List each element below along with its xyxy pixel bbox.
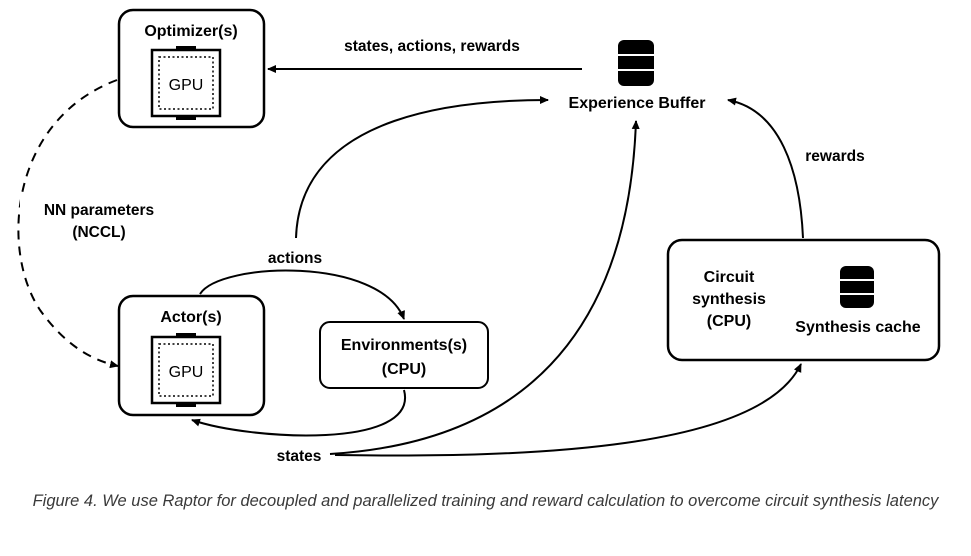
figure-caption: Figure 4. We use Raptor for decoupled an…: [32, 492, 939, 510]
circuit-synthesis-node: Circuit synthesis (CPU) Synthesis cache: [666, 238, 941, 362]
edge-actions-to-environments: [199, 269, 405, 320]
edge-label-nn-parameters: NN parameters: [44, 202, 154, 219]
environments-node: Environments(s) (CPU): [319, 321, 489, 389]
edge-label-states: states: [277, 448, 322, 465]
environments-sublabel: (CPU): [382, 361, 426, 378]
synthesis-cache-label: Synthesis cache: [795, 319, 921, 336]
edge-label-states-actions-rewards: states, actions, rewards: [344, 38, 520, 55]
gpu-chip-icon: GPU: [150, 333, 222, 407]
gpu-chip-label: GPU: [169, 364, 204, 381]
edge-nn-parameters: [17, 79, 119, 369]
experience-buffer-label: Experience Buffer: [569, 95, 706, 112]
optimizer-label: Optimizer(s): [144, 23, 237, 40]
optimizer-node: Optimizer(s) GPU: [117, 8, 266, 129]
database-icon: [618, 40, 654, 86]
edge-states-to-actor: [191, 389, 406, 437]
edge-label-rewards: rewards: [805, 148, 864, 165]
database-icon: [840, 266, 874, 308]
circuit-synthesis-line1: Circuit: [704, 269, 755, 286]
edge-states-to-buffer: [329, 120, 640, 455]
circuit-synthesis-line2: synthesis: [692, 291, 766, 308]
circuit-synthesis-line3: (CPU): [707, 313, 751, 330]
raptor-architecture-diagram: Optimizer(s) GPU Actor(s) GPU Environmen…: [17, 8, 941, 465]
edge-label-nccl: (NCCL): [72, 224, 125, 241]
edge-states-to-circuit-synthesis: [334, 363, 802, 457]
edge-rewards-to-buffer: [727, 97, 804, 239]
actor-label: Actor(s): [160, 309, 221, 326]
experience-buffer-node: Experience Buffer: [569, 40, 706, 112]
gpu-chip-icon: GPU: [150, 46, 222, 120]
edge-actions-to-buffer: [295, 96, 549, 239]
environments-label: Environments(s): [341, 337, 467, 354]
edge-label-actions: actions: [268, 250, 322, 267]
actor-node: Actor(s) GPU: [117, 294, 266, 417]
gpu-chip-label: GPU: [169, 77, 204, 94]
